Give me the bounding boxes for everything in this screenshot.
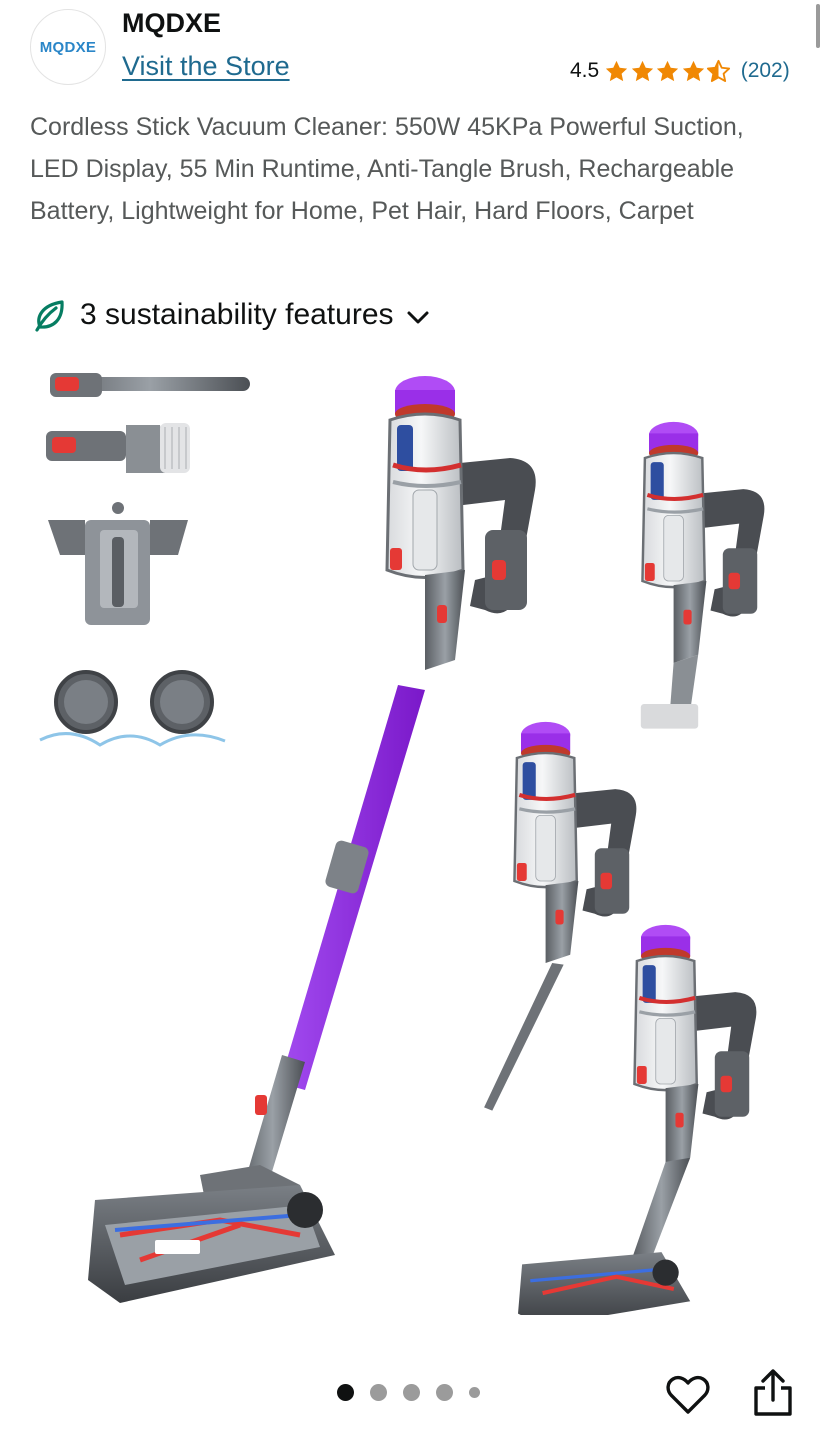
sustainability-features[interactable]: 3 sustainability features bbox=[32, 297, 432, 333]
half-star-icon bbox=[707, 59, 731, 82]
product-image[interactable] bbox=[0, 355, 828, 1315]
chevron-down-icon bbox=[407, 311, 429, 324]
rating-stars bbox=[604, 59, 732, 84]
leaf-icon bbox=[35, 300, 64, 332]
visit-store-link[interactable]: Visit the Store bbox=[122, 51, 290, 81]
accessory-crevice-tool bbox=[50, 373, 250, 397]
brand-name: MQDXE bbox=[122, 8, 222, 38]
image-pagination[interactable] bbox=[337, 1384, 496, 1401]
product-title: Cordless Stick Vacuum Cleaner: 550W 45KP… bbox=[30, 113, 744, 225]
sustainability-label: 3 sustainability features bbox=[80, 298, 394, 331]
main-vacuum bbox=[88, 376, 536, 1303]
accessory-brush-tool bbox=[46, 423, 190, 473]
pagination-dot-3[interactable] bbox=[403, 1384, 420, 1401]
store-logo-text: MQDXE bbox=[39, 38, 97, 56]
pagination-dot-5[interactable] bbox=[469, 1387, 480, 1398]
star-icon bbox=[657, 60, 679, 81]
star-icon bbox=[682, 60, 704, 81]
handheld-floor-variant bbox=[518, 925, 756, 1315]
star-icon bbox=[606, 60, 628, 81]
rating-summary[interactable]: 4.5 (202) bbox=[570, 57, 790, 85]
accessory-wall-mount bbox=[48, 502, 188, 625]
rating-value: 4.5 bbox=[570, 59, 600, 82]
pagination-dot-1[interactable] bbox=[337, 1384, 354, 1401]
handheld-brush-variant bbox=[641, 422, 765, 729]
pagination-dot-2[interactable] bbox=[370, 1384, 387, 1401]
scrollbar[interactable] bbox=[816, 4, 820, 48]
store-logo[interactable]: MQDXE bbox=[30, 9, 106, 85]
star-icon bbox=[631, 60, 653, 81]
accessory-filters bbox=[39, 670, 226, 747]
handheld-crevice-variant bbox=[484, 722, 636, 1111]
heart-icon[interactable] bbox=[664, 1370, 712, 1418]
rating-count[interactable]: (202) bbox=[740, 59, 790, 82]
pagination-dot-4[interactable] bbox=[436, 1384, 453, 1401]
share-icon[interactable] bbox=[750, 1368, 796, 1418]
